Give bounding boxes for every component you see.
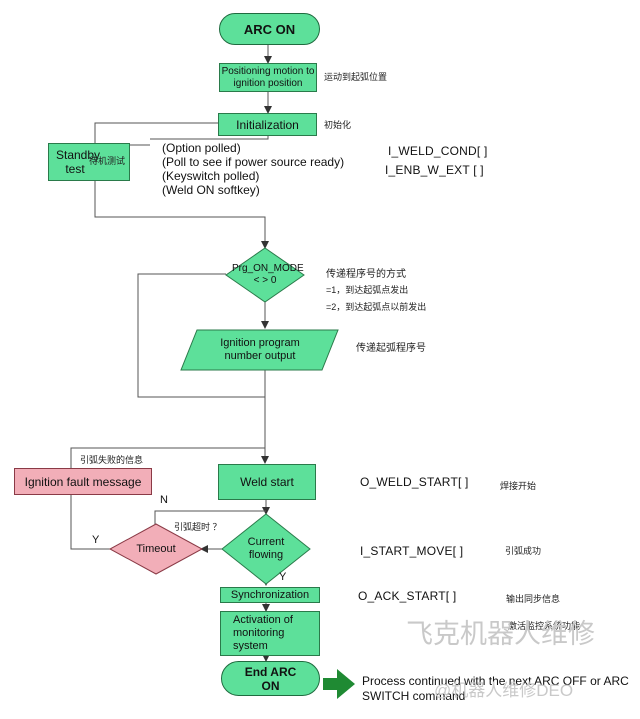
current-flowing-zh: 引弧成功	[505, 546, 542, 556]
timeout-text: Timeout	[136, 543, 176, 555]
initialization-label: Initialization	[236, 117, 299, 132]
weld-start-box: Weld start	[218, 464, 316, 500]
edge-label-y-current: Y	[279, 571, 287, 583]
ignition-fault-zh: 引弧失败的信息	[80, 455, 144, 465]
timeout-zh: 引弧超时 ？	[174, 522, 222, 532]
weld-start-zh: 焊接开始	[500, 481, 537, 491]
synchronization-zh: 输出同步信息	[506, 594, 561, 604]
standby-zh: 待机测试	[89, 156, 126, 166]
note-power-ready: (Poll to see if power source ready)	[162, 155, 345, 169]
current-flowing-text: Current flowing	[247, 536, 285, 561]
mode-notes-title: 传递程序号的方式	[326, 269, 406, 280]
positioning-label: Positioning motion to ignition position	[221, 65, 315, 89]
mode-notes-opt2: =2，到达起弧点以前发出	[326, 302, 427, 312]
activation-box: Activation of monitoring system	[220, 611, 320, 656]
timeout-label: Timeout	[118, 540, 194, 558]
note-weld-on: (Weld ON softkey)	[162, 183, 260, 197]
end-arc-on-label: End ARC ON	[244, 664, 297, 693]
edge-timeout-yes-to-fault	[70, 495, 111, 550]
ignition-fault-box: Ignition fault message	[14, 468, 152, 495]
edge-init-to-standby	[150, 136, 269, 140]
activation-zh: 激活监控系统功能	[508, 621, 581, 631]
signal-weld-start: O_WELD_START[ ]	[360, 475, 469, 489]
activation-label: Activation of monitoring system	[233, 614, 293, 652]
watermark-line1: 飞克机器人维修	[406, 619, 595, 649]
watermark-line2: @机器人维修DEO	[434, 681, 574, 700]
ignition-output-text: Ignition program number output	[220, 337, 300, 362]
mode-notes-opt1: =1，到达起弧点发出	[326, 285, 409, 295]
initialization-zh: 初始化	[324, 120, 352, 130]
positioning-zh: 运动到起弧位置	[324, 72, 388, 82]
edge-fault-loop	[70, 447, 265, 468]
signal-weld-cond: I_WELD_COND[ ]	[388, 144, 488, 158]
continue-arrow-icon	[323, 669, 355, 699]
process-note: Process continued with the next ARC OFF …	[362, 674, 629, 703]
synchronization-label: Synchronization	[230, 589, 310, 601]
positioning-box: Positioning motion to ignition position	[219, 63, 317, 92]
edge-timeout-no-loop	[154, 510, 266, 527]
standby-box: Standby test	[48, 143, 130, 181]
ignition-output-label: Ignition program number output	[196, 333, 324, 367]
prg-on-mode-text: Prg_ON_MODE < > 0	[232, 263, 304, 286]
arc-on-label: ARC ON	[243, 21, 296, 37]
edge-mode-no-branch	[137, 273, 265, 398]
prg-on-mode-label: Prg_ON_MODE < > 0	[226, 262, 304, 288]
ignition-output-parallelogram	[180, 329, 339, 371]
weld-start-label: Weld start	[240, 475, 294, 489]
prg-on-mode-diamond	[225, 247, 305, 303]
end-arc-on-terminal: End ARC ON	[221, 661, 320, 696]
edge-label-y-timeout: Y	[92, 534, 100, 546]
current-flowing-label: Current flowing	[232, 536, 300, 562]
edge-standby-to-mode	[94, 181, 269, 249]
synchronization-box: Synchronization	[220, 587, 320, 603]
initialization-box: Initialization	[218, 113, 317, 136]
current-flowing-diamond	[221, 513, 311, 585]
signal-enb-w-ext: I_ENB_W_EXT [ ]	[385, 163, 484, 177]
note-keyswitch: (Keyswitch polled)	[162, 169, 260, 183]
note-option-polled: (Option polled)	[162, 141, 241, 155]
signal-start-move: I_START_MOVE[ ]	[360, 544, 464, 558]
ignition-fault-label: Ignition fault message	[24, 474, 142, 489]
standby-label: Standby test	[56, 148, 101, 176]
edge-label-n: N	[160, 494, 168, 506]
edge-init-bypass	[94, 122, 218, 143]
timeout-diamond	[108, 523, 204, 575]
ignition-output-zh: 传递起弧程序号	[356, 343, 426, 354]
arc-on-terminal: ARC ON	[219, 13, 320, 45]
standby-notes: (Option polled) (Poll to see if power so…	[162, 141, 344, 197]
signal-ack-start: O_ACK_START[ ]	[358, 589, 457, 603]
